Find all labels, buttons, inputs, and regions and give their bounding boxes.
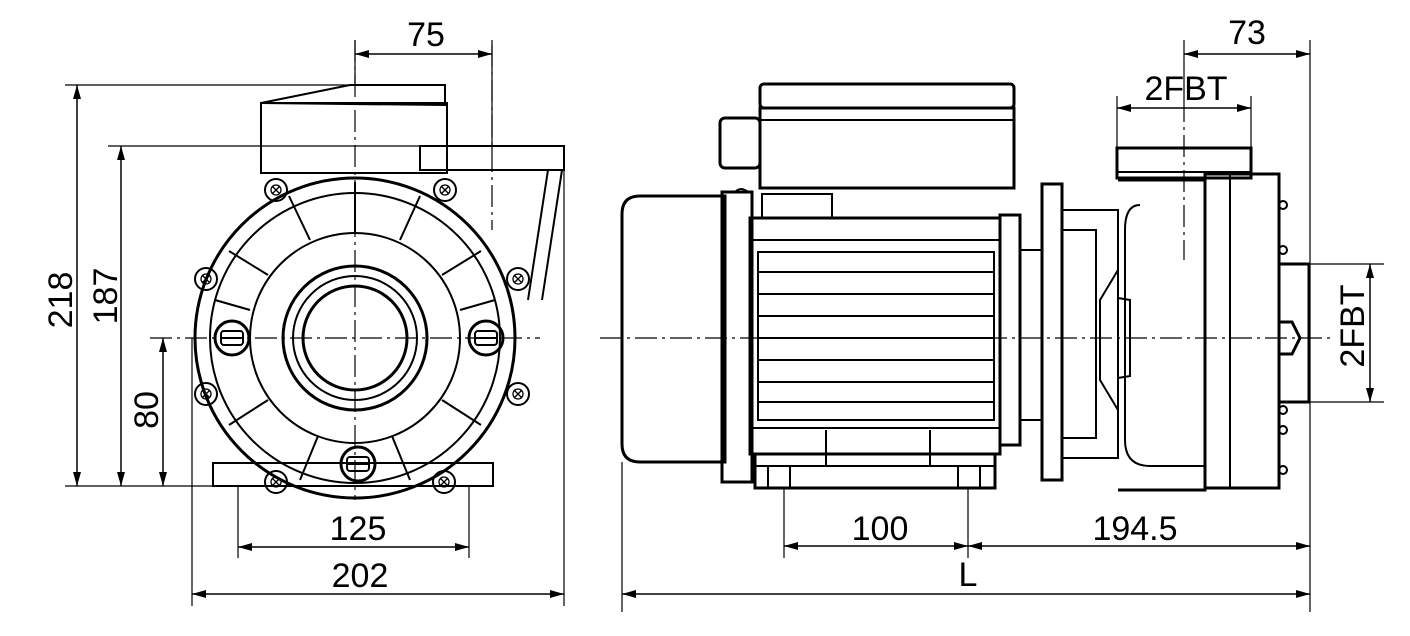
dim-front-total-height: 218 bbox=[42, 272, 80, 329]
dim-front-top-offset: 75 bbox=[407, 16, 445, 54]
dim-side-outlet-to-end: 194.5 bbox=[1092, 510, 1177, 548]
dim-front-center-height: 80 bbox=[128, 391, 166, 429]
motor-fins bbox=[758, 271, 994, 403]
dim-side-inlet-thread: 2FBT bbox=[1334, 284, 1372, 367]
dim-side-foot-spacing: 100 bbox=[852, 510, 909, 548]
dim-side-overall-length: L bbox=[959, 556, 978, 594]
dim-side-outlet-thread: 2FBT bbox=[1144, 70, 1227, 108]
front-view bbox=[150, 40, 565, 500]
side-view bbox=[600, 82, 1330, 492]
dim-side-outlet-offset: 73 bbox=[1228, 14, 1266, 52]
front-ribs bbox=[214, 182, 496, 481]
side-dimensions: 73 2FBT 2FBT 100 194.5 L bbox=[621, 14, 1384, 612]
dim-front-foot-spacing: 125 bbox=[330, 510, 387, 548]
dim-front-total-width: 202 bbox=[332, 557, 389, 595]
front-dimensions: 75 218 187 80 125 202 bbox=[42, 16, 565, 606]
dim-front-outlet-height: 187 bbox=[87, 268, 125, 325]
